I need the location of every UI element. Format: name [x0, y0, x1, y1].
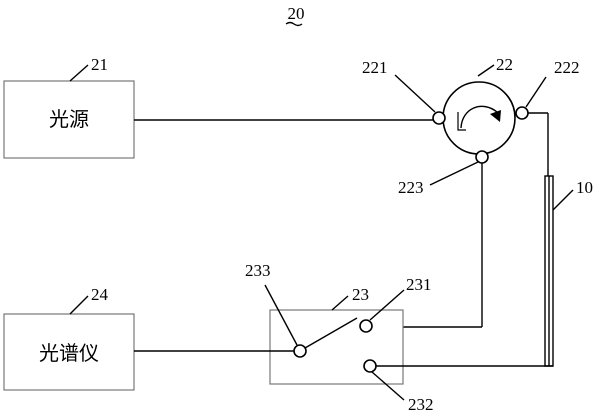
port-223-ref: 223	[398, 178, 424, 197]
circulator	[442, 81, 516, 155]
switch-leader	[331, 295, 349, 311]
figure-number-underline	[285, 21, 303, 27]
port-223-leader	[429, 161, 479, 186]
circulator-arrow-tail	[457, 112, 466, 131]
light-source-leader	[69, 64, 89, 82]
switch-port-233	[293, 344, 307, 358]
switch-lever	[304, 317, 358, 349]
port-231-leader	[369, 289, 405, 321]
switch-ref: 23	[352, 285, 369, 304]
switch-port-231	[359, 319, 373, 333]
sensor-ref: 10	[576, 178, 593, 197]
port-232-leader	[371, 371, 405, 401]
arrow-head-icon	[490, 110, 501, 122]
port-221-ref: 221	[362, 58, 388, 77]
port-221-leader	[394, 74, 436, 113]
circulator-port-221	[432, 111, 446, 125]
spectrometer-ref: 24	[91, 285, 109, 304]
circulator-ref: 22	[496, 55, 513, 74]
spectrometer-box	[3, 313, 135, 391]
port-233-leader	[264, 284, 298, 346]
figure-number: 20	[288, 4, 305, 23]
circulator-port-222	[515, 106, 529, 120]
circulator-direction-arrow	[460, 105, 498, 129]
port-231-ref: 231	[406, 275, 432, 294]
port-222-ref: 222	[554, 58, 580, 77]
switch-port-232	[363, 359, 377, 373]
circulator-port-223	[475, 150, 489, 164]
circulator-leader	[477, 64, 495, 77]
spectrometer-label: 光谱仪	[39, 341, 99, 365]
optical-switch-box	[269, 309, 404, 385]
light-source-ref: 21	[91, 55, 108, 74]
port-232-ref: 232	[408, 395, 434, 414]
light-source-label: 光源	[49, 107, 89, 131]
port-233-ref: 233	[245, 261, 271, 280]
spectrometer-leader	[69, 295, 89, 315]
port-222-leader	[525, 76, 547, 108]
sensor-leader	[552, 189, 574, 211]
light-source-box	[3, 80, 135, 159]
